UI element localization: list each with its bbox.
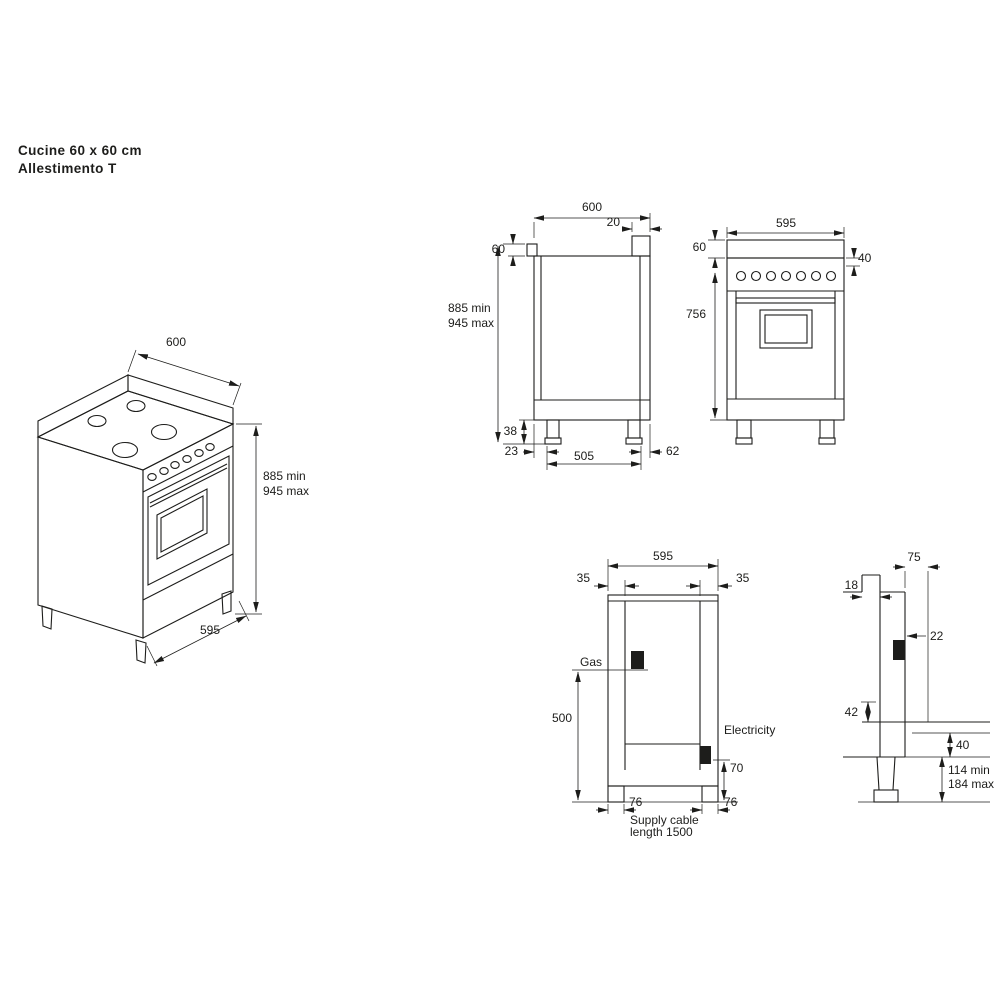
control-knob [194, 449, 204, 457]
foot [876, 756, 896, 791]
burner [150, 423, 178, 441]
front-panel [142, 423, 234, 639]
control-knob [825, 270, 837, 282]
oven-door [147, 455, 230, 586]
title-line-2: Allestimento T [18, 161, 117, 176]
dim-foot-height: 38 [504, 424, 518, 438]
cooktop-surface [36, 390, 235, 471]
dim-front-width: 595 [776, 216, 796, 230]
dim-gas-height: 500 [552, 711, 572, 725]
control-knob [170, 461, 180, 469]
backsplash-right [127, 374, 234, 425]
dim-clearance-max: 184 max [948, 777, 994, 791]
front-body [726, 257, 845, 421]
dim-iso-depth: 595 [200, 623, 220, 637]
side-view: 600 20 60 885 min 945 max 38 23 505 [448, 200, 680, 470]
dim-side-height-min: 885 min [448, 301, 491, 315]
burner [126, 399, 146, 413]
title-line-1: Cucine 60 x 60 cm [18, 143, 142, 158]
dim-side-height-max: 945 max [448, 316, 494, 330]
rear-view: 595 35 35 Gas 500 Electricity 70 76 76 S… [552, 549, 775, 839]
dim-body-height: 756 [686, 307, 706, 321]
rear-body [607, 594, 719, 787]
gas-tap [893, 640, 905, 660]
control-knob [182, 455, 192, 463]
control-knob [205, 443, 215, 451]
dim-electricity-height: 70 [730, 761, 744, 775]
dim-side-depth: 600 [582, 200, 602, 214]
control-knob [147, 473, 157, 481]
dim-rear-foot-inset: 62 [666, 444, 680, 458]
side-body [533, 255, 651, 421]
gas-label: Gas [580, 655, 602, 669]
front-backsplash [726, 239, 845, 259]
dim-foot-width-right: 76 [724, 795, 738, 809]
dim-iso-height-min: 885 min [263, 469, 306, 483]
foot [41, 605, 53, 630]
rear-detail-view: 75 18 22 42 40 114 min 184 max [843, 550, 994, 803]
dim-trim-height: 40 [858, 251, 872, 265]
electricity-label: Electricity [724, 723, 775, 737]
dim-splash-depth: 20 [607, 215, 621, 229]
burner [87, 414, 107, 428]
dim-foot-width-left: 76 [629, 795, 643, 809]
dim-foot-span: 505 [574, 449, 594, 463]
oven-window [156, 488, 208, 560]
control-knob [810, 270, 822, 282]
cable-note-line-1: Supply cable [630, 813, 699, 827]
dim-clearance-min: 114 min [948, 763, 990, 777]
dim-cable-offset: 42 [845, 705, 859, 719]
front-view: 595 60 40 756 [686, 216, 872, 445]
control-knob [765, 270, 777, 282]
dim-rear-width: 595 [653, 549, 673, 563]
front-rim [526, 243, 538, 257]
dim-splash-thickness: 18 [845, 578, 859, 592]
dim-rim-height: 60 [492, 242, 506, 256]
control-knob [780, 270, 792, 282]
foot [607, 785, 625, 803]
cable-note-line-2: length 1500 [630, 825, 693, 839]
dim-iso-width: 600 [166, 335, 186, 349]
dim-gas-offset: 22 [930, 629, 944, 643]
dim-rear-clearance: 75 [907, 550, 921, 564]
oven-window [759, 309, 813, 349]
isometric-view: 600 885 min 945 max 595 [36, 335, 309, 667]
burner [111, 441, 139, 459]
foot [221, 590, 232, 615]
drawer-line [142, 553, 234, 601]
dim-front-foot-inset: 23 [505, 444, 519, 458]
side-backsplash [631, 235, 651, 257]
dim-left-inset: 35 [577, 571, 591, 585]
foot [736, 419, 752, 439]
foot [135, 639, 147, 664]
foot [701, 785, 719, 803]
dim-splash-height: 60 [693, 240, 707, 254]
electricity-connection [700, 746, 711, 764]
foot [627, 419, 641, 439]
dim-terminal-height: 40 [956, 738, 970, 752]
control-knob [159, 467, 169, 475]
dim-right-inset: 35 [736, 571, 750, 585]
gas-connection [631, 651, 644, 669]
control-knob [735, 270, 747, 282]
control-knob [795, 270, 807, 282]
backsplash-left [37, 374, 129, 438]
door-handle [735, 297, 836, 304]
page-title: Cucine 60 x 60 cm Allestimento T [18, 143, 142, 176]
left-side-panel [37, 436, 144, 639]
foot [819, 419, 835, 439]
control-knob [750, 270, 762, 282]
dim-iso-height-max: 945 max [263, 484, 309, 498]
door-handle [149, 463, 228, 504]
foot [546, 419, 560, 439]
